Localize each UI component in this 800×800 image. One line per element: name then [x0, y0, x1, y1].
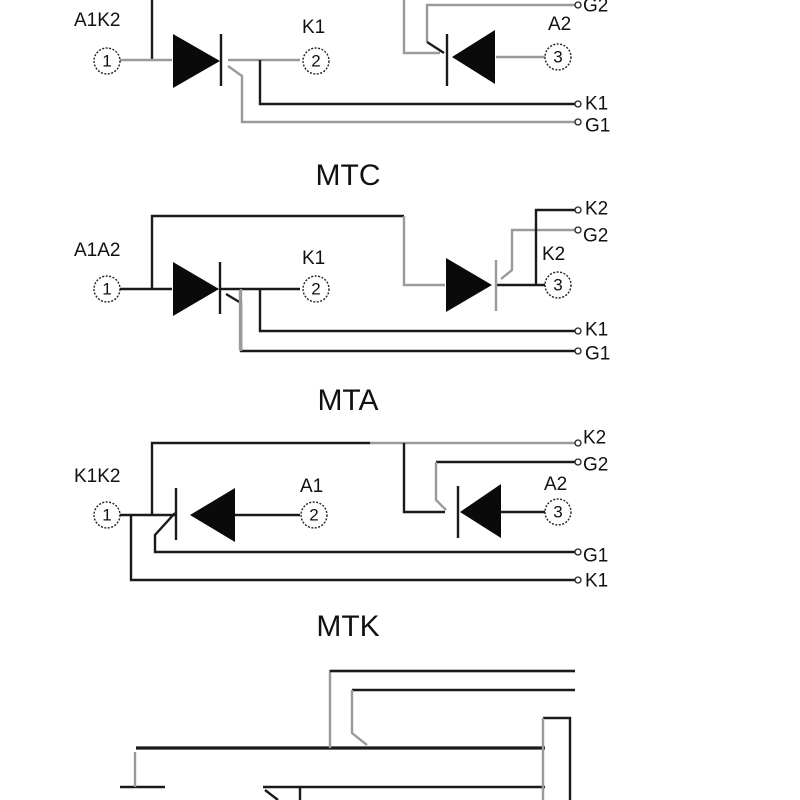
wire-k1 [129, 515, 575, 582]
terminal-g2: G2 [583, 455, 608, 476]
terminal-dot [574, 100, 582, 108]
wire [150, 214, 404, 289]
thyristor-1-symbol [173, 262, 219, 316]
section-mtk [120, 669, 575, 800]
terminal-k1: K1 [585, 571, 608, 592]
node-label-a1: A1 [300, 476, 323, 497]
section-title-mtk: MTK [316, 610, 379, 643]
section-title-mtc: MTC [316, 159, 381, 192]
terminal-dot [574, 548, 582, 556]
terminal-dot [574, 226, 582, 234]
pin-3: 3 [544, 271, 572, 299]
node-label-k1: K1 [302, 248, 325, 269]
svg-text:3: 3 [553, 503, 562, 522]
wire [402, 0, 440, 55]
terminal-dot [574, 439, 582, 447]
node-label-a1a2: A1A2 [74, 240, 120, 261]
terminal-dot [574, 458, 582, 466]
pin-1: 1 [93, 275, 121, 303]
pin-1: 1 [93, 501, 121, 529]
wire [402, 443, 445, 514]
wire-k1 [258, 60, 575, 106]
terminal-g1: G1 [585, 116, 610, 137]
pin-2: 2 [300, 501, 328, 529]
terminal-k2: K2 [585, 199, 608, 220]
svg-text:2: 2 [309, 506, 318, 525]
terminal-g2: G2 [583, 226, 608, 247]
pin-1: 1 [93, 47, 121, 75]
pin-3: 3 [544, 43, 572, 71]
svg-text:1: 1 [102, 506, 111, 525]
section-mta: 1 2 3 K1K2 A1 A2 K2 G2 G1 K1 [74, 428, 608, 592]
wire [434, 462, 447, 511]
terminal-g2: G2 [583, 0, 608, 17]
section-top: 1 2 3 A1K2 K1 A2 G2 K1 G1 [74, 0, 610, 137]
wire [225, 292, 242, 305]
wire [402, 216, 445, 287]
node-label-a2: A2 [544, 474, 567, 495]
terminal-g1: G1 [583, 546, 608, 567]
wire-g2 [425, 3, 575, 42]
thyristor-1-symbol [190, 488, 235, 542]
svg-text:3: 3 [553, 48, 562, 67]
thyristor-2-symbol [460, 484, 501, 538]
terminal-g1: G1 [585, 344, 610, 365]
section-mtc: 1 2 3 A1A2 K1 K2 K2 G2 K1 G1 [74, 199, 610, 365]
terminal-dot [574, 347, 582, 355]
svg-text:1: 1 [102, 52, 111, 71]
wire-k2 [328, 669, 575, 748]
node-label-k2: K2 [542, 244, 565, 265]
svg-text:1: 1 [102, 280, 111, 299]
node-label-a2: A2 [548, 14, 571, 35]
wire [264, 789, 279, 800]
terminal-dot [574, 118, 582, 126]
pin-2: 2 [302, 275, 330, 303]
node-label-a1k2: A1K2 [74, 10, 120, 31]
terminal-k1: K1 [585, 320, 608, 341]
section-title-mta: MTA [317, 384, 378, 417]
wire [426, 40, 445, 55]
wire-k1 [258, 289, 575, 333]
terminal-k2: K2 [583, 428, 606, 449]
wire-g2 [500, 228, 575, 280]
wire [350, 690, 368, 746]
wire [150, 441, 370, 515]
thyristor-1-symbol [173, 34, 220, 88]
wire-g1 [153, 512, 575, 554]
wire-g1 [227, 65, 575, 124]
node-label-k1: K1 [302, 17, 325, 38]
wire-g1 [239, 303, 575, 353]
terminal-dot [574, 206, 582, 214]
wire-k2 [534, 208, 575, 285]
thyristor-2-symbol [452, 30, 495, 84]
terminal-dot [574, 576, 582, 584]
terminal-k1: K1 [585, 94, 608, 115]
wire [543, 716, 572, 800]
pin-2: 2 [302, 47, 330, 75]
svg-text:3: 3 [553, 276, 562, 295]
svg-text:2: 2 [311, 280, 320, 299]
pin-3: 3 [544, 498, 572, 526]
thyristor-2-symbol [446, 258, 492, 312]
svg-text:2: 2 [311, 52, 320, 71]
node-label-k1k2: K1K2 [74, 466, 120, 487]
terminal-dot [574, 327, 582, 335]
terminal-dot [574, 1, 582, 9]
